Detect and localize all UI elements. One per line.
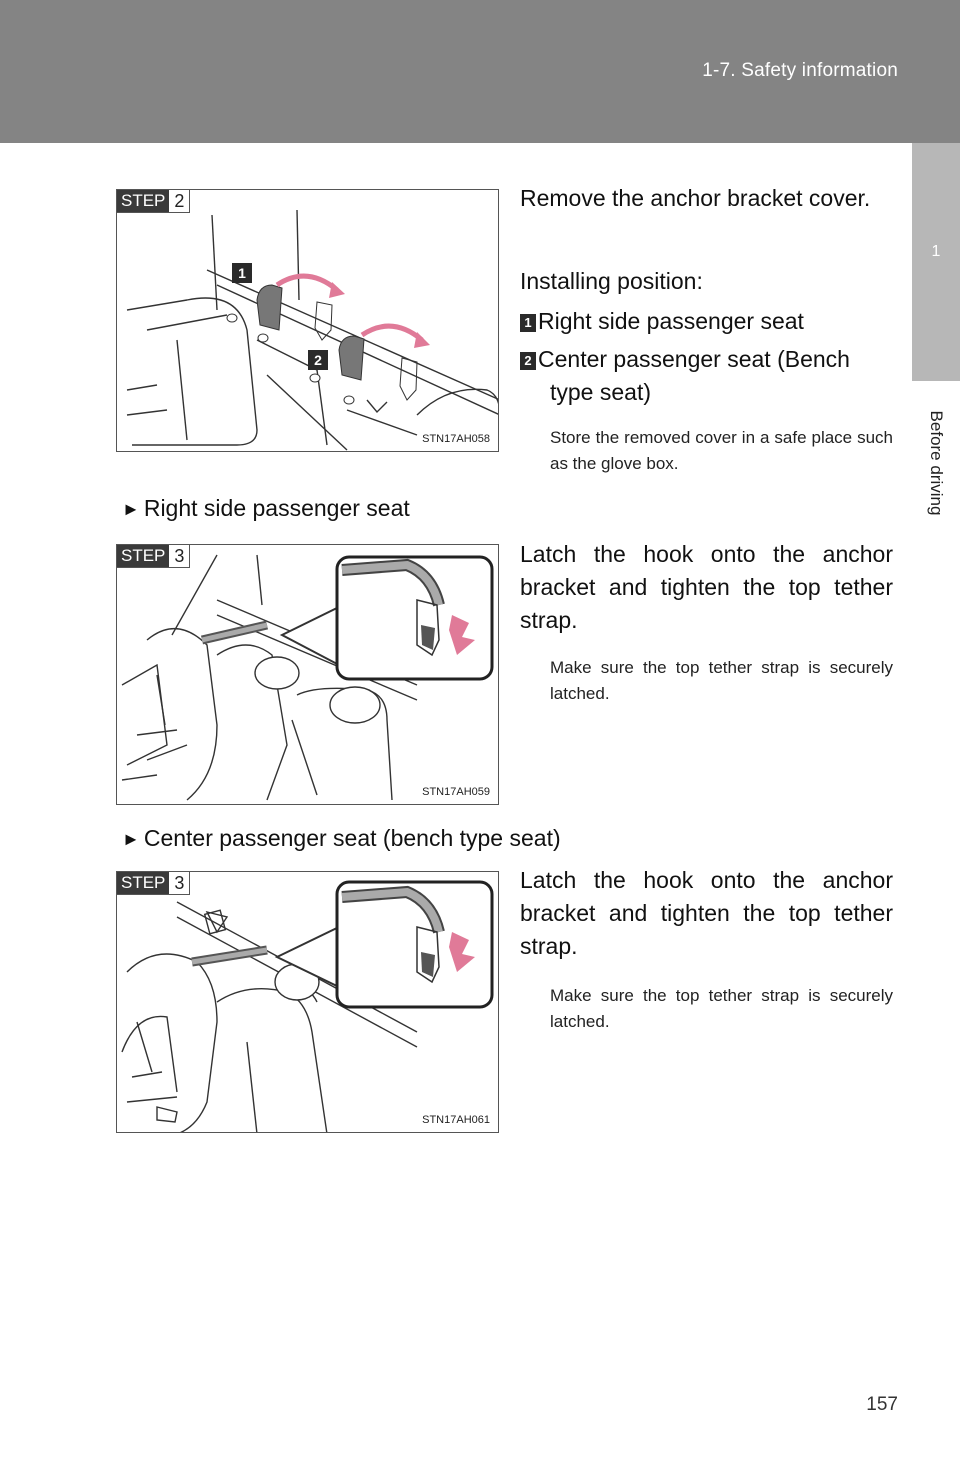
- position-text-2: Center passenger seat (Bench: [538, 346, 850, 372]
- step-word: STEP: [117, 872, 170, 894]
- rear-seat-anchor-drawing: 1 2: [126, 209, 498, 451]
- center-note: Make sure the top tether strap is secure…: [550, 986, 893, 1031]
- page-number: 157: [866, 1394, 898, 1415]
- step3-right-illustration: STEP 3 STN17AH059: [116, 544, 499, 805]
- callout-2: 2: [314, 352, 322, 368]
- step2-note-block: Store the removed cover in a safe place …: [550, 425, 893, 477]
- chapter-tab: 1: [912, 143, 960, 381]
- step-badge: STEP 3: [117, 545, 191, 568]
- right-side-heading: ►Right side passenger seat: [122, 493, 410, 524]
- step-badge: STEP 2: [117, 190, 191, 213]
- center-heading-text: Center passenger seat (bench type seat): [143, 825, 561, 851]
- right-side-note-block: Make sure the top tether strap is secure…: [550, 655, 893, 707]
- step2-instruction-block: Remove the anchor bracket cover.: [520, 182, 893, 215]
- installing-label: Installing position:: [520, 268, 703, 294]
- installing-label-block: Installing position:: [520, 265, 893, 298]
- step3-center-illustration: STEP 3 STN17AH061: [116, 871, 499, 1133]
- step-badge: STEP 3: [117, 872, 191, 895]
- callout-1: 1: [238, 265, 246, 281]
- page-header: 1-7. Safety information: [0, 0, 960, 143]
- chapter-label: Before driving: [927, 410, 946, 515]
- chapter-number: 1: [931, 243, 941, 260]
- position-text-2-cont: type seat): [550, 379, 651, 405]
- step-word: STEP: [117, 545, 170, 567]
- step2-note: Store the removed cover in a safe place …: [550, 428, 893, 473]
- step2-illustration: STEP 2: [116, 189, 499, 452]
- chapter-label-container: Before driving: [920, 390, 952, 535]
- position-item-2-cont: type seat): [550, 376, 651, 409]
- figure-code: STN17AH061: [422, 1114, 490, 1126]
- center-heading: ►Center passenger seat (bench type seat): [122, 823, 561, 854]
- step-word: STEP: [117, 190, 170, 212]
- position-number-1: 1: [520, 314, 536, 332]
- figure-code: STN17AH058: [422, 433, 490, 445]
- step-number: 3: [174, 873, 185, 893]
- triangle-marker-icon: ►: [122, 499, 140, 519]
- triangle-marker-icon: ►: [122, 829, 140, 849]
- right-side-note: Make sure the top tether strap is secure…: [550, 658, 893, 703]
- step-number: 2: [174, 191, 185, 211]
- position-number-2: 2: [520, 352, 536, 370]
- right-side-instruction: Latch the hook onto the anchor bracket a…: [520, 541, 893, 633]
- figure-code: STN17AH059: [422, 786, 490, 798]
- right-side-heading-text: Right side passenger seat: [143, 495, 410, 521]
- step2-instruction: Remove the anchor bracket cover.: [520, 185, 871, 211]
- bracket-cover-2: [338, 335, 418, 401]
- child-seat-tether-drawing: [121, 554, 494, 801]
- center-instruction: Latch the hook onto the anchor bracket a…: [520, 867, 893, 959]
- center-note-block: Make sure the top tether strap is secure…: [550, 983, 893, 1035]
- bracket-cover-1: [256, 284, 333, 341]
- child-seat-tether-center-drawing: [121, 880, 494, 1132]
- step-number: 3: [174, 546, 185, 566]
- section-title: 1-7. Safety information: [702, 60, 898, 81]
- center-instruction-block: Latch the hook onto the anchor bracket a…: [520, 864, 893, 963]
- right-side-instruction-block: Latch the hook onto the anchor bracket a…: [520, 538, 893, 637]
- position-text-1: Right side passenger seat: [538, 308, 804, 334]
